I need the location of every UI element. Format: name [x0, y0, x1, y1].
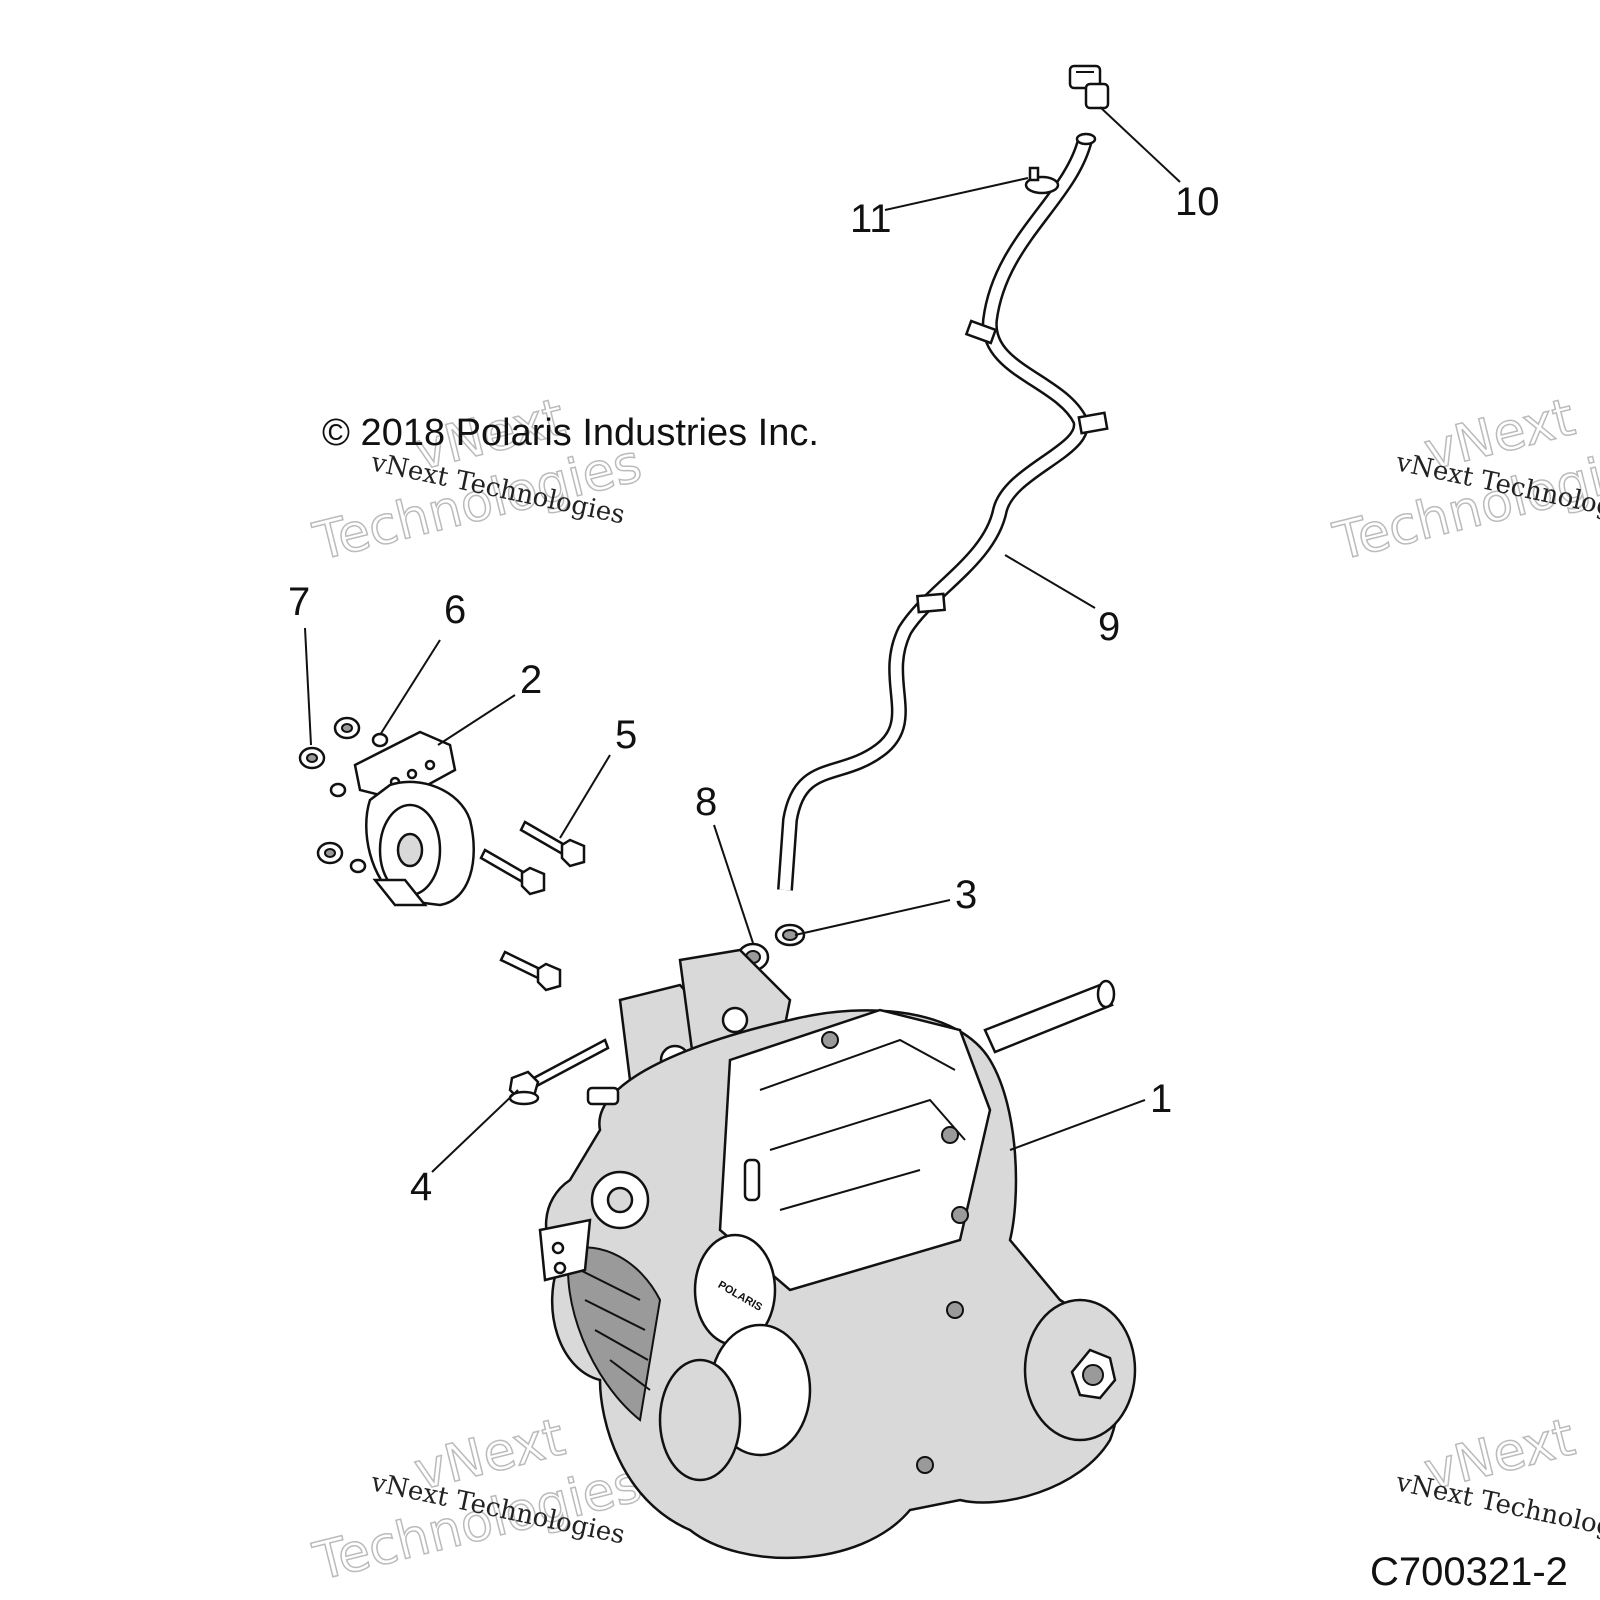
- leader-3: [794, 899, 951, 936]
- clutch-fins: [567, 1246, 662, 1422]
- hose-clip: [915, 592, 947, 614]
- watermark-bottom-left: vNext Technologies vNext Technologies: [307, 1407, 648, 1594]
- output-shaft: [983, 983, 1114, 1054]
- figure-code: C700321-2: [1370, 1550, 1568, 1594]
- leader-1: [1009, 1099, 1146, 1151]
- hose-clamp-top: [1024, 166, 1060, 195]
- callout-2: 2: [520, 658, 542, 702]
- leader-4: [431, 1089, 519, 1173]
- callout-4: 4: [410, 1165, 432, 1209]
- hose-clip: [964, 319, 998, 345]
- leader-10: [1099, 106, 1181, 183]
- callout-11: 11: [850, 197, 892, 241]
- leader-2: [437, 694, 516, 746]
- callout-6: 6: [444, 588, 466, 632]
- bolt: [499, 950, 562, 992]
- callout-5: 5: [615, 713, 637, 757]
- callout-1: 1: [1150, 1077, 1172, 1121]
- leader-6: [379, 639, 441, 736]
- hose-clip: [1077, 411, 1109, 435]
- vent-hose: [777, 132, 1109, 891]
- hose-end-top: [1075, 132, 1097, 146]
- watermark-bottom-right: vNext vNext Technologies: [1393, 1407, 1600, 1551]
- callout-labels: 1 2 3 4 5 6 7 8 9 10 11: [288, 180, 1220, 1209]
- vent-fitting: [1068, 64, 1110, 110]
- shift-lever: [538, 1218, 592, 1282]
- callout-9: 9: [1098, 605, 1120, 649]
- breather-nipple: [743, 1158, 761, 1202]
- flange-nut: [298, 746, 326, 770]
- callout-7: 7: [288, 580, 310, 624]
- leader-8: [713, 824, 754, 944]
- leader-7: [304, 627, 312, 746]
- leader-lines: [304, 106, 1181, 1173]
- flange-nut: [316, 841, 344, 865]
- watermark-top-right: vNext Technologies vNext Technologies: [1327, 387, 1600, 574]
- small-clamp: [774, 923, 806, 947]
- bolt: [519, 820, 586, 868]
- leader-11: [884, 177, 1029, 211]
- copyright-text: © 2018 Polaris Industries Inc.: [322, 412, 819, 454]
- flange-nut: [333, 716, 361, 740]
- long-bolt: [508, 1038, 610, 1106]
- callout-10: 10: [1175, 180, 1220, 224]
- callout-3: 3: [955, 873, 977, 917]
- leader-9: [1004, 554, 1096, 609]
- mount-bracket: [353, 730, 475, 907]
- transmission-assembly: POLARIS: [538, 948, 1137, 1560]
- callout-8: 8: [695, 780, 717, 824]
- washer: [329, 732, 389, 874]
- bolt: [479, 848, 546, 896]
- leader-5: [559, 754, 611, 839]
